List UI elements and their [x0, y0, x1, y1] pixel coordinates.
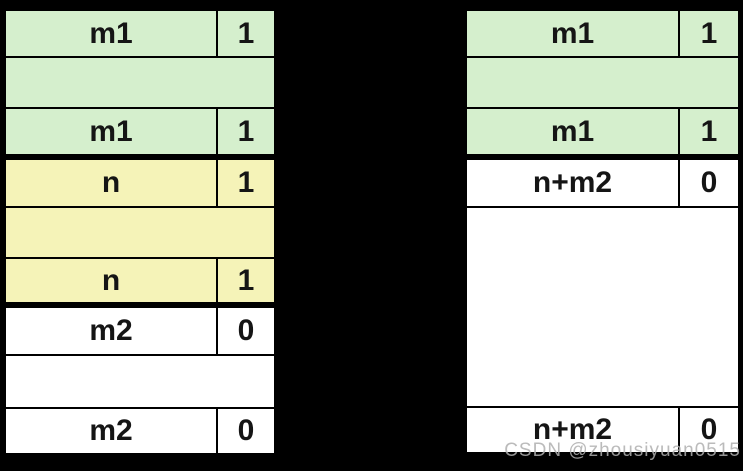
block-m1-header-row: m1 1	[467, 11, 738, 56]
block-m2-header-row: m2 0	[6, 302, 274, 354]
block-size-label: n+m2	[532, 166, 613, 199]
block-n-payload-row	[6, 206, 274, 257]
block-m1-payload-row	[467, 56, 738, 107]
block-m2-footer-row: m2 0	[6, 407, 274, 453]
csdn-watermark: CSDN @zhousiyuan0515	[504, 440, 741, 461]
allocated-bit: 1	[216, 109, 274, 154]
block-m1-header-row: m1 1	[6, 11, 274, 56]
block-n-m2-footer-row: n+m2 0	[467, 406, 738, 452]
memory-diagram-after: m1 1 m1 1 n+m2 0 n+m2 0	[467, 11, 738, 452]
block-size-label: m2	[89, 414, 133, 447]
memory-diagram-before: m1 1 m1 1 n 1 n 1 m2 0 m2 0	[6, 11, 274, 453]
block-size-label: m1	[89, 16, 133, 50]
block-size-label: n	[101, 166, 121, 199]
block-n-m2-header-row: n+m2 0	[467, 154, 738, 206]
block-m2-payload-row	[6, 354, 274, 407]
block-m1-footer-row: m1 1	[6, 107, 274, 154]
block-size-label: m2	[89, 314, 133, 347]
block-m1-payload-row	[6, 56, 274, 107]
allocated-bit: 1	[216, 160, 274, 206]
allocated-bit: 1	[216, 259, 274, 302]
allocated-bit: 1	[678, 11, 738, 56]
allocated-bit: 0	[678, 408, 738, 452]
block-n-footer-row: n 1	[6, 257, 274, 302]
block-size-label: m1	[550, 114, 595, 148]
block-n-header-row: n 1	[6, 154, 274, 206]
allocated-bit: 1	[216, 11, 274, 56]
allocated-bit: 0	[678, 160, 738, 206]
block-size-label: m1	[89, 114, 133, 148]
allocated-bit: 0	[216, 409, 274, 453]
block-size-label: m1	[550, 16, 595, 50]
block-size-label: n	[101, 263, 121, 297]
block-n-m2-payload-row	[467, 206, 738, 406]
block-m1-footer-row: m1 1	[467, 107, 738, 154]
allocated-bit: 1	[678, 109, 738, 154]
allocated-bit: 0	[216, 308, 274, 354]
block-size-label: n+m2	[532, 413, 613, 446]
